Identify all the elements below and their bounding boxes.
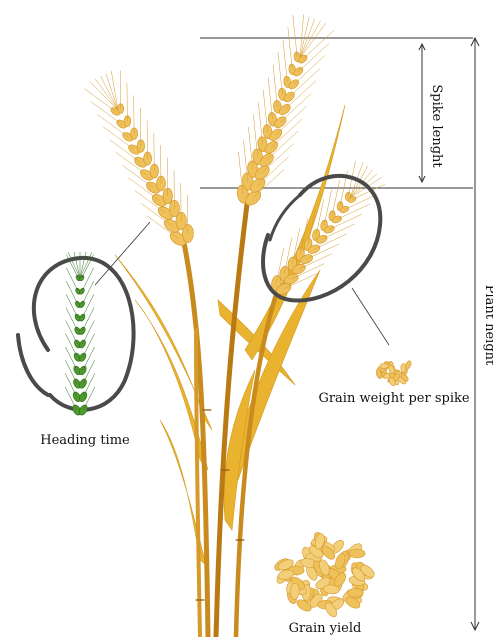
grain	[349, 549, 365, 558]
callout-line	[95, 222, 150, 285]
awn	[74, 252, 80, 278]
callout-line	[352, 288, 389, 345]
plant-height-label: Plant height	[482, 285, 493, 366]
grain-yield-label: Grain yield	[289, 621, 362, 636]
callout-ring-tail	[270, 195, 300, 240]
grain-small-pile-icon	[376, 360, 412, 387]
awn	[82, 268, 94, 291]
awn	[283, 40, 287, 82]
spike-length-label: Spike lenght	[429, 84, 444, 168]
green-spike-icon	[65, 252, 95, 416]
grain	[380, 363, 389, 368]
awn	[80, 252, 86, 278]
grain	[347, 588, 363, 597]
wheat-spike	[65, 252, 95, 416]
heading-time-callout	[18, 222, 150, 416]
awn	[273, 65, 277, 107]
awn	[66, 268, 78, 291]
awn	[300, 14, 304, 58]
awn	[278, 52, 282, 94]
awn	[101, 76, 118, 110]
awn	[82, 281, 94, 304]
awn	[288, 27, 292, 69]
wheat-spike	[84, 70, 193, 248]
awn	[293, 15, 297, 57]
awn	[80, 252, 92, 278]
spike-callout	[263, 176, 389, 345]
heading-time-label: Heading time	[40, 433, 130, 448]
grain-large-pile-icon	[273, 531, 377, 619]
grain-weight-per-spike-label: Grain weight per spike	[318, 391, 469, 406]
awn	[106, 73, 118, 110]
grain	[404, 360, 412, 370]
wheat-spike	[270, 161, 385, 296]
wheat-spikes	[84, 14, 384, 296]
awn	[68, 252, 80, 278]
awn	[66, 281, 78, 304]
